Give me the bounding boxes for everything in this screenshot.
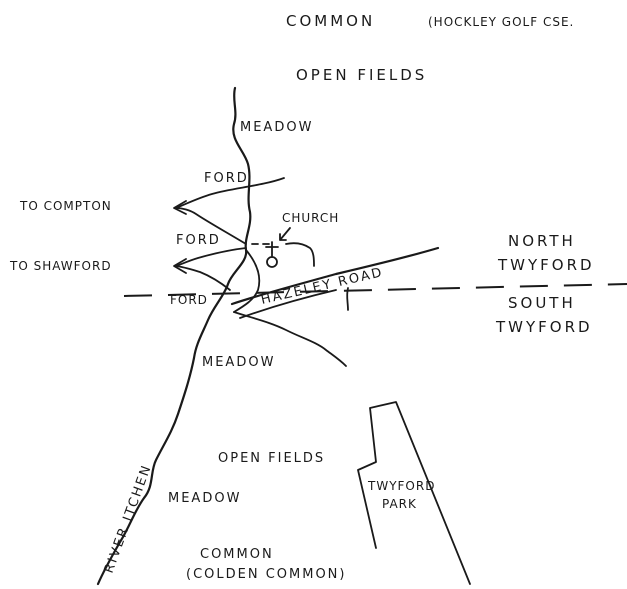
- road-to-compton-upper: [175, 177, 285, 209]
- label-twyford-park-1: TWYFORD: [367, 479, 435, 493]
- label-twyford-park-2: PARK: [382, 497, 417, 511]
- label-to-shawford: TO SHAWFORD: [9, 259, 112, 273]
- label-hockley: (HOCKLEY GOLF CSE.: [428, 15, 574, 29]
- arrow-to-shawford: [173, 258, 187, 274]
- label-meadow-north: MEADOW: [240, 120, 313, 135]
- parish-boundary-line: [123, 283, 627, 297]
- road-to-shawford-upper: [175, 247, 247, 267]
- church-lane-east: [285, 242, 315, 267]
- label-meadow-south: MEADOW: [168, 491, 241, 506]
- river-itchen-channel: [96, 86, 252, 586]
- hazeley-road-north-edge: [230, 246, 440, 306]
- label-common-north: COMMON: [286, 12, 375, 30]
- label-ford-lower: FORD: [170, 293, 208, 307]
- river-side-channel: [233, 249, 261, 313]
- church-circle-icon: [266, 256, 278, 268]
- label-river-itchen: RIVER ITCHEN: [102, 462, 155, 575]
- church-cross-icon: [265, 241, 279, 257]
- label-ford-middle: FORD: [176, 233, 221, 248]
- label-open-fields-south: OPEN FIELDS: [218, 451, 325, 466]
- stream-east: [233, 311, 347, 367]
- arrow-to-compton: [173, 200, 187, 215]
- hazeley-road-south-edge: [239, 289, 337, 319]
- label-open-fields-north: OPEN FIELDS: [296, 66, 427, 84]
- label-church: CHURCH: [282, 211, 339, 225]
- church-pointer-arrow-icon: [279, 227, 291, 241]
- label-twyford-south: TWYFORD: [495, 318, 593, 336]
- label-to-compton: TO COMPTON: [19, 199, 112, 213]
- road-to-compton-lower: [175, 207, 247, 245]
- twyford-park-boundary: [357, 401, 471, 585]
- label-common-south: COMMON: [200, 547, 274, 562]
- label-north: NORTH: [508, 232, 576, 250]
- label-twyford-north: TWYFORD: [497, 256, 595, 274]
- label-meadow-middle: MEADOW: [202, 355, 275, 370]
- label-hazeley-road: HAZELEY ROAD: [260, 265, 385, 308]
- label-ford-upper: FORD: [204, 171, 249, 186]
- label-south: SOUTH: [508, 294, 576, 312]
- road-to-shawford-lower: [175, 265, 231, 291]
- label-colden-common: (COLDEN COMMON): [186, 567, 346, 582]
